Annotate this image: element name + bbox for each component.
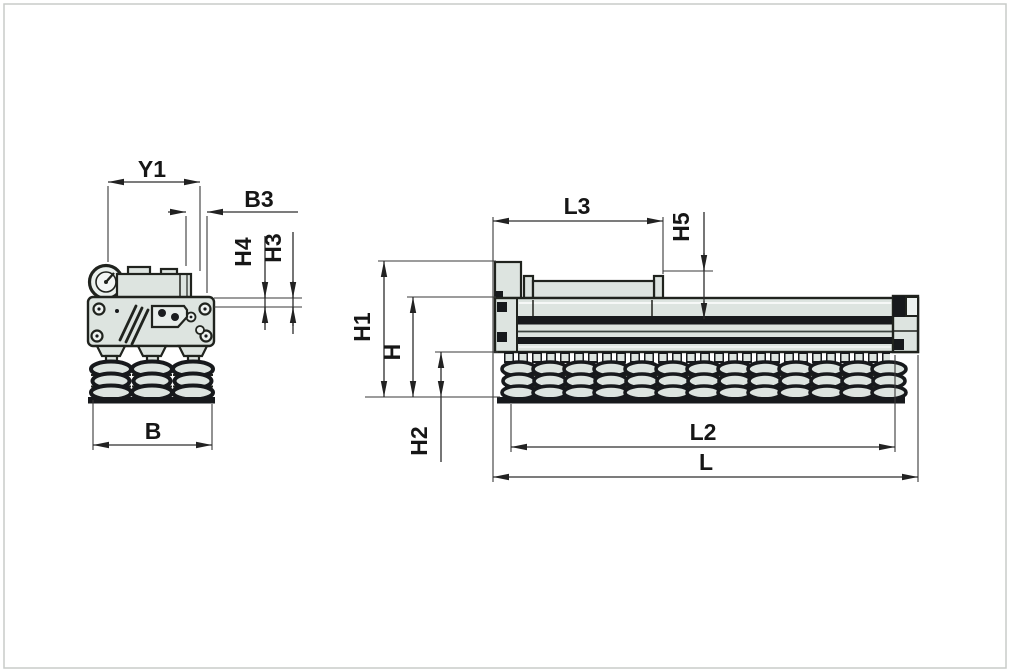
- dim-h2: H2: [406, 352, 445, 462]
- bar-right-end-cap: [891, 294, 920, 354]
- extension-lines: [92, 186, 919, 482]
- dim-y1: Y1: [108, 156, 200, 186]
- dim-h1: H1: [349, 261, 388, 397]
- end-block: [493, 260, 523, 300]
- dim-label-l2: L2: [690, 419, 717, 445]
- dim-label-h: H: [379, 344, 405, 361]
- dim-b3: B3: [168, 186, 298, 216]
- dim-label-h1: H1: [349, 312, 375, 342]
- top-plate: [522, 274, 665, 300]
- bar-left-end-cap: [497, 298, 518, 352]
- dim-label-h3: H3: [260, 233, 286, 262]
- bellows-cups-end-view: [89, 359, 215, 402]
- page-frame: [3, 3, 1007, 669]
- dim-label-h4: H4: [230, 237, 256, 267]
- side-view: [493, 260, 920, 404]
- valve-unit: [115, 265, 193, 301]
- dim-b: B: [93, 418, 212, 449]
- bellows-cups-side-view: [500, 360, 908, 401]
- dim-h4: H4: [230, 236, 269, 330]
- dim-h: H: [379, 297, 417, 397]
- dim-label-b3: B3: [244, 186, 273, 212]
- dim-label-h5: H5: [668, 212, 694, 242]
- dim-label-y1: Y1: [138, 156, 166, 182]
- dim-l: L: [493, 449, 918, 481]
- dim-h5: H5: [668, 212, 708, 319]
- dim-label-l3: L3: [564, 193, 591, 219]
- dim-l3: L3: [493, 193, 663, 225]
- dim-label-b: B: [145, 418, 162, 444]
- workpiece-surface-right: [497, 397, 905, 404]
- end-view: [86, 263, 216, 404]
- dim-h3: H3: [260, 232, 297, 334]
- dim-label-l: L: [699, 449, 713, 475]
- dim-l2: L2: [511, 419, 895, 451]
- hatch-marks: [118, 304, 150, 346]
- dim-label-h2: H2: [406, 426, 432, 455]
- cover-plate: [150, 304, 189, 329]
- gripper-body: [86, 295, 216, 348]
- dimensions: Y1 B3 H4 H3 B L3: [92, 156, 919, 482]
- gripper-bar: [493, 294, 920, 354]
- cup-fittings: [95, 344, 209, 365]
- workpiece-surface-left: [88, 397, 215, 404]
